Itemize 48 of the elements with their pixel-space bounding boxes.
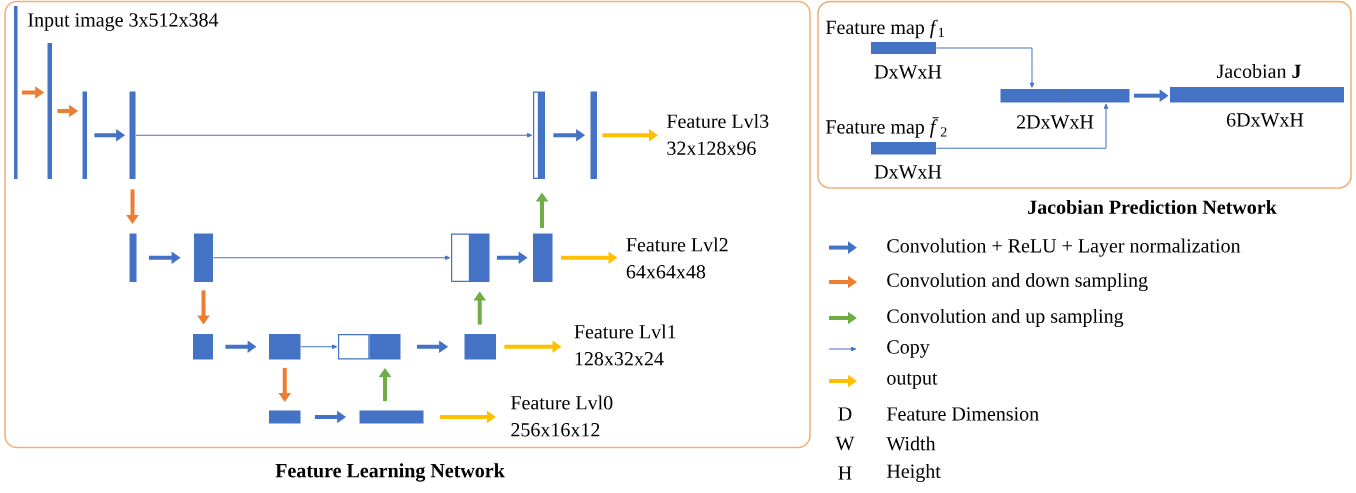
feature-bar — [470, 233, 490, 282]
arrow — [300, 344, 338, 350]
feature-bar — [47, 43, 52, 179]
feature-bar — [369, 334, 401, 360]
bar-label: Feature map f$_{1}$ — [825, 19, 944, 39]
symbol-meaning: Width — [886, 436, 936, 451]
concat-box — [338, 334, 370, 360]
feature-bar — [194, 233, 213, 282]
bar-label: 6DxWxH — [1226, 113, 1304, 127]
legend-text: Convolution and up sampling — [887, 308, 1124, 328]
feature-bar — [193, 334, 213, 360]
bar-label: DxWxH — [874, 65, 942, 79]
output-label: Feature Lvl1 128x32x24 — [574, 324, 676, 366]
feature-bar — [359, 410, 424, 424]
symbol-meaning: Height — [886, 463, 941, 483]
bar-label: DxWxH — [874, 165, 942, 179]
symbol-meaning: Feature Dimension — [886, 407, 1039, 421]
output-label: Feature Lvl2 64x64x48 — [626, 237, 728, 279]
bar-label: Jacobian J — [1216, 63, 1301, 79]
bar-label: Feature map f̄$_{2}$ — [825, 117, 947, 138]
bar-label: 2DxWxH — [1017, 115, 1094, 129]
output-label: Feature Lvl3 32x128x96 — [666, 113, 769, 156]
arrow — [212, 255, 451, 261]
feature-bar — [269, 334, 301, 360]
feature-bar — [590, 91, 597, 179]
feature-bar — [533, 233, 553, 282]
feature-bar — [129, 233, 137, 282]
input-label: Input image 3x512x384 — [28, 13, 219, 31]
legend-text: output — [887, 373, 938, 389]
concat-box — [451, 233, 470, 282]
arrow — [135, 132, 533, 138]
arrow — [935, 103, 1109, 149]
concat-box — [533, 91, 539, 179]
panel-caption: Jacobian Prediction Network — [1028, 199, 1277, 215]
output-label: Feature Lvl0 256x16x12 — [510, 395, 613, 437]
legend-text: Copy — [887, 340, 930, 358]
legend-text: Convolution and down sampling — [887, 272, 1148, 292]
symbol-letter: D — [838, 407, 852, 421]
symbol-letter: H — [838, 466, 852, 480]
legend-text: Convolution + ReLU + Layer normalization — [887, 238, 1241, 257]
feature-bar — [464, 334, 496, 360]
feature-bar — [129, 91, 136, 179]
panel-caption: Feature Learning Network — [275, 463, 505, 482]
symbol-letter: W — [835, 436, 855, 451]
feature-bar — [539, 91, 545, 179]
feature-bar — [269, 410, 301, 424]
arrow — [935, 47, 1035, 88]
feature-bar — [82, 91, 87, 179]
